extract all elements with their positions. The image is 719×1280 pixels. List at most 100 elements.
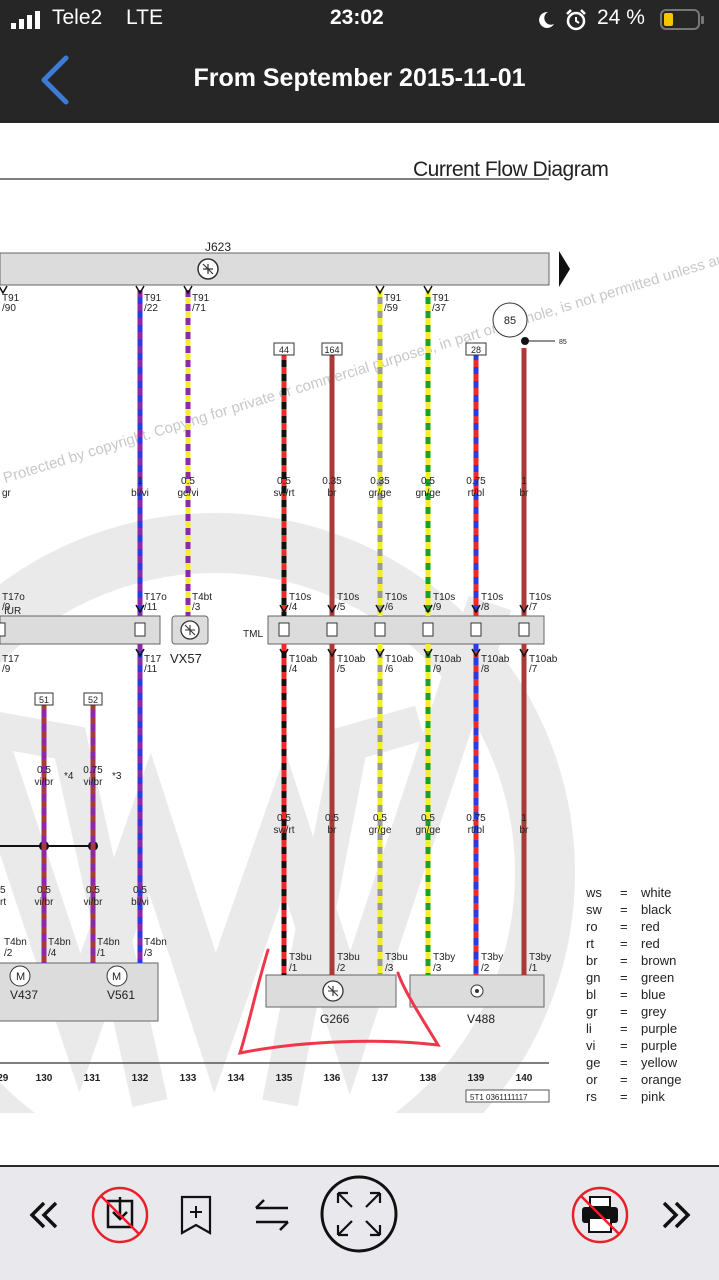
wire-ref-label: 164 [324,345,339,355]
pin-label: T91 [432,293,450,304]
pin-label: T10s [529,592,551,603]
legend-code: li [586,1021,592,1036]
pin-label: /4 [48,948,57,959]
pin-label: /3 [433,963,442,974]
legend-code: ge [586,1055,600,1070]
legend-eq: = [620,919,628,934]
pin-label: T17 [144,654,162,665]
column-number: 130 [36,1073,53,1084]
pin-label: /1 [289,963,298,974]
wire-color: br [328,825,338,836]
pin-label: /5 [337,664,346,675]
pin-label: T91 [2,293,20,304]
connector-bar-left [0,615,161,645]
column-number: 134 [228,1073,245,1084]
legend-name: pink [641,1089,665,1104]
color-legend: ws=whitesw=blackro=redrt=redbr=browngn=g… [585,885,681,1104]
wire-color: vi/br [84,777,104,788]
pin-label: /22 [144,303,158,314]
legend-code: vi [586,1038,596,1053]
add-bookmark-button[interactable] [176,1193,216,1237]
fullscreen-button[interactable] [320,1175,398,1253]
wire-size: 1 [521,813,527,824]
moon-icon [539,11,554,28]
wire-ref-label: 52 [88,695,98,705]
pin-label: /90 [2,303,16,314]
viewer-margin [0,1113,719,1165]
column-number: 139 [468,1073,485,1084]
previous-page-button[interactable] [24,1195,64,1235]
document-viewer[interactable]: Protected by copyright. Copying for priv… [0,123,719,1113]
footnote-mark: *4 [64,771,74,782]
wire-ref-box [34,692,54,706]
wire-color: rt [0,897,6,908]
pin-label: /2 [4,948,13,959]
navigation-bar: From September 2015-11-01 [0,40,719,123]
pin-label: T17 [2,654,20,665]
pin-label: T3bu [337,952,360,963]
back-button[interactable] [30,52,80,108]
wire-color: br [520,488,530,499]
legend-eq: = [620,1038,628,1053]
pin-label: T10ab [529,654,558,665]
pin-label: /11 [144,602,158,613]
red-annotation [237,948,441,1055]
print-button[interactable] [570,1185,630,1245]
carrier-name: Tele2 [52,6,103,29]
bottom-toolbar [0,1165,719,1280]
footnote-mark: *3 [112,771,122,782]
wire-size: 0.5 [325,813,339,824]
pin-label: /3 [144,948,153,959]
legend-eq: = [620,1089,628,1104]
connector-bar-tml [267,615,545,645]
legend-code: gn [586,970,600,985]
wire-size: 0.5 [277,813,291,824]
pin-label: /7 [529,602,538,613]
legend-code: sw [586,902,603,917]
column-number: 131 [84,1073,101,1084]
clock: 23:02 [330,6,384,29]
column-number: 137 [372,1073,389,1084]
pin-label: T10s [337,592,359,603]
pin-label: T10s [433,592,455,603]
wire-color: gr/ge [369,488,392,499]
legend-name: green [641,970,674,985]
component-label: G266 [320,1012,350,1026]
legend-name: red [641,919,660,934]
pin-label: /5 [337,602,346,613]
legend-eq: = [620,1021,628,1036]
column-number: 135 [276,1073,293,1084]
pin-label: T10s [385,592,407,603]
wiring-diagram[interactable]: Protected by copyright. Copying for priv… [0,123,719,1113]
legend-code: bl [586,987,596,1002]
ref-circle-85 [492,302,528,338]
chevron-left-icon [41,55,69,105]
control-unit-j623 [0,252,550,286]
download-button[interactable] [90,1185,150,1245]
doc-number: 5T1 0361111117 [470,1093,528,1102]
wire-ref-box [83,692,103,706]
fast-forward-icon [662,1201,691,1229]
wire-size: 1 [521,476,527,487]
print-disabled-icon [571,1186,629,1244]
wire-color: gn/ge [415,825,440,836]
legend-eq: = [620,902,628,917]
wire-color: br [520,825,530,836]
legend-eq: = [620,885,628,900]
pin-label: T3by [529,952,551,963]
wire-size: 5 [0,885,6,896]
legend-name: white [640,885,671,900]
pin-label: /2 [337,963,346,974]
swap-icon [255,1199,289,1231]
column-number: 138 [420,1073,437,1084]
pin-label: T10ab [481,654,510,665]
j623-label: J623 [205,240,231,254]
next-page-button[interactable] [656,1195,696,1235]
swap-button[interactable] [250,1193,294,1237]
wire-color: gr [2,488,12,499]
pin-label: /8 [481,602,490,613]
wire-size: 0.75 [83,765,103,776]
continuation-arrow [559,251,570,287]
wire-ref-box [321,342,343,356]
component-label: V488 [467,1012,495,1026]
